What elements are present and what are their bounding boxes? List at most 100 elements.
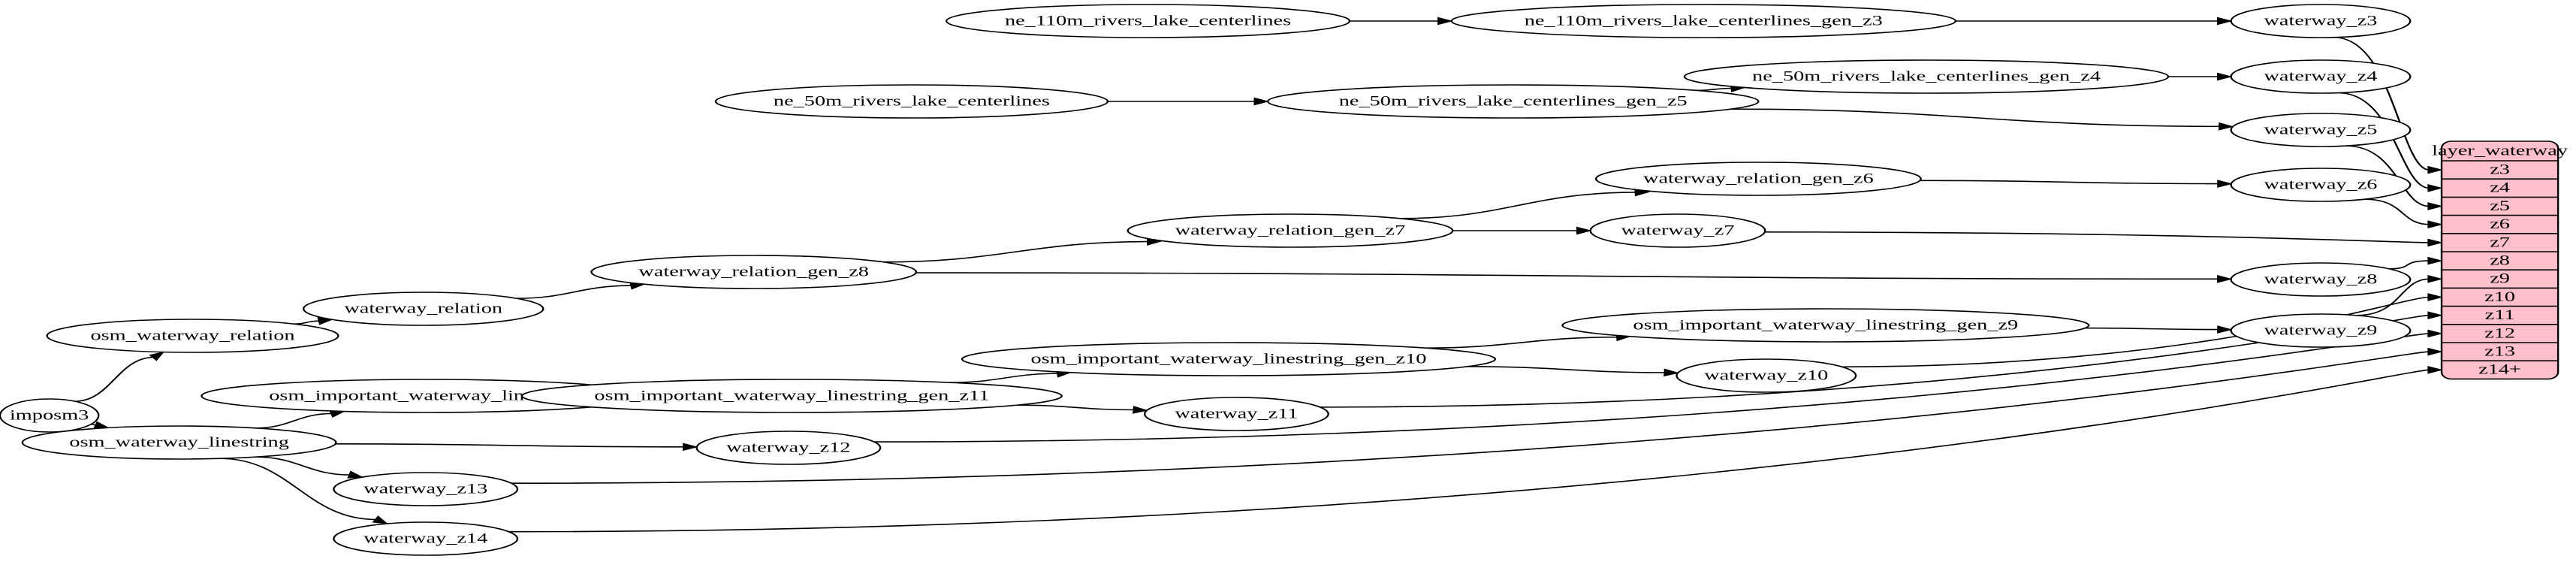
graph-node-waterway_relation_gen_z6[interactable]: waterway_relation_gen_z6 — [1594, 162, 1922, 196]
graph-edge — [1696, 87, 1733, 92]
node-ellipse[interactable] — [1127, 213, 1454, 248]
node-ellipse[interactable] — [2230, 313, 2412, 348]
graph-node-osm_waterway_relation[interactable]: osm_waterway_relation — [46, 319, 339, 353]
graph-node-waterway_relation[interactable]: waterway_relation — [302, 292, 544, 326]
layer-waterway-row-z7[interactable]: z7 — [2442, 232, 2559, 250]
edge-arrowhead — [2427, 165, 2444, 174]
graph-node-waterway_z8[interactable]: waterway_z8 — [2230, 262, 2412, 297]
graph-node-waterway_z7[interactable]: waterway_z7 — [1589, 213, 1766, 248]
graph-edge — [2364, 198, 2430, 225]
graph-node-imposm3[interactable]: imposm3 — [0, 398, 100, 433]
node-ellipse[interactable] — [945, 4, 1351, 38]
edge-arrowhead — [1437, 17, 1453, 26]
node-ellipse[interactable] — [695, 431, 882, 465]
layer-waterway-row-z14+[interactable]: z14+ — [2442, 360, 2559, 377]
node-ellipse[interactable] — [333, 521, 519, 556]
edge-arrowhead — [347, 470, 364, 479]
layer-waterway-row-z5[interactable]: z5 — [2442, 196, 2559, 214]
node-ellipse[interactable] — [1683, 59, 2170, 94]
graph-node-ne_110m_rivers_lake_centerlines[interactable]: ne_110m_rivers_lake_centerlines — [945, 4, 1351, 38]
node-ellipse[interactable] — [1143, 397, 1329, 431]
node-ellipse[interactable] — [961, 342, 1497, 376]
node-ellipse[interactable] — [2230, 4, 2412, 38]
node-ellipse[interactable] — [1561, 308, 2090, 343]
row-label: z6 — [2490, 216, 2510, 231]
graph-node-osm_waterway_linestring[interactable]: osm_waterway_linestring — [21, 425, 337, 460]
node-label: waterway_z13 — [363, 482, 487, 497]
graph-edge — [1920, 180, 2219, 185]
layer-waterway-row-z9[interactable]: z9 — [2442, 269, 2559, 286]
layer-waterway-row-z8[interactable]: z8 — [2442, 251, 2559, 268]
edge-arrowhead — [372, 515, 389, 524]
node-label: osm_important_waterway_linestring_gen_z1… — [594, 388, 989, 403]
node-ellipse[interactable] — [46, 319, 339, 353]
node-ellipse[interactable] — [520, 379, 1063, 413]
node-ellipse[interactable] — [1676, 358, 1857, 393]
graph-node-ne_50m_rivers_lake_centerlines_gen_z5[interactable]: ne_50m_rivers_lake_centerlines_gen_z5 — [1266, 84, 1760, 119]
node-label: ne_50m_rivers_lake_centerlines_gen_z4 — [1752, 69, 2101, 84]
node-ellipse[interactable] — [1594, 162, 1922, 196]
node-ellipse[interactable] — [1266, 84, 1760, 119]
node-ellipse[interactable] — [2230, 113, 2412, 147]
graph-node-waterway_z10[interactable]: waterway_z10 — [1676, 358, 1857, 393]
node-ellipse[interactable] — [333, 472, 519, 506]
graph-node-ne_110m_rivers_lake_centerlines_gen_z3[interactable]: ne_110m_rivers_lake_centerlines_gen_z3 — [1450, 4, 1957, 38]
node-ellipse[interactable] — [21, 425, 337, 460]
node-label: waterway_z7 — [1621, 223, 1734, 238]
graph-node-waterway_z14[interactable]: waterway_z14 — [333, 521, 519, 556]
edge-arrowhead — [1133, 406, 1149, 414]
graph-node-waterway_z6[interactable]: waterway_z6 — [2230, 168, 2412, 202]
node-ellipse[interactable] — [1450, 4, 1957, 38]
graph-edge — [883, 240, 1149, 263]
edge-arrowhead — [2217, 325, 2233, 334]
node-ellipse[interactable] — [0, 398, 100, 433]
layer-waterway-row-z13[interactable]: z13 — [2442, 342, 2559, 359]
node-ellipse[interactable] — [714, 84, 1109, 119]
node-ellipse[interactable] — [2230, 262, 2412, 297]
node-label: waterway_relation_gen_z7 — [1175, 223, 1406, 238]
node-ellipse[interactable] — [2230, 59, 2412, 94]
node-ellipse[interactable] — [2230, 168, 2412, 202]
edge-arrowhead — [149, 351, 165, 361]
layer-waterway-row-z11[interactable]: z11 — [2442, 305, 2559, 323]
graph-node-waterway_relation_gen_z8[interactable]: waterway_relation_gen_z8 — [590, 255, 918, 289]
layer-waterway-row-z4[interactable]: z4 — [2442, 178, 2559, 195]
node-ellipse[interactable] — [1589, 213, 1766, 248]
graph-node-osm_important_waterway_linestring_gen_z10[interactable]: osm_important_waterway_linestring_gen_z1… — [961, 342, 1497, 376]
node-ellipse[interactable] — [302, 292, 544, 326]
layer-waterway-row-z3[interactable]: z3 — [2442, 160, 2559, 177]
row-label: z11 — [2485, 307, 2515, 322]
graph-node-waterway_z13[interactable]: waterway_z13 — [333, 472, 519, 506]
graph-edge — [950, 373, 1059, 384]
edge-arrowhead — [2219, 122, 2234, 131]
layer-waterway-row-z12[interactable]: z12 — [2442, 323, 2559, 341]
graph-edge — [516, 285, 632, 299]
graph-node-waterway_z5[interactable]: waterway_z5 — [2230, 113, 2412, 147]
edge-arrowhead — [2217, 72, 2233, 81]
layer-waterway-row-z6[interactable]: z6 — [2442, 214, 2559, 232]
node-label: ne_50m_rivers_lake_centerlines — [774, 94, 1050, 109]
node-label: waterway_z5 — [2264, 122, 2377, 137]
node-label: waterway_relation_gen_z6 — [1643, 171, 1874, 186]
node-ellipse[interactable] — [590, 255, 918, 289]
node-label: waterway_z11 — [1175, 406, 1298, 421]
graph-node-osm_important_waterway_linestring_gen_z9[interactable]: osm_important_waterway_linestring_gen_z9 — [1561, 308, 2090, 343]
graph-node-waterway_z11[interactable]: waterway_z11 — [1143, 397, 1329, 431]
graph-node-osm_important_waterway_linestring_gen_z11[interactable]: osm_important_waterway_linestring_gen_z1… — [520, 379, 1063, 413]
layer-waterway-box[interactable] — [2440, 140, 2559, 380]
graph-edge — [1425, 336, 1618, 349]
graph-node-waterway_z4[interactable]: waterway_z4 — [2230, 59, 2412, 94]
graph-node-waterway_z9[interactable]: waterway_z9 — [2230, 313, 2412, 348]
graph-node-waterway_z3[interactable]: waterway_z3 — [2230, 4, 2412, 38]
row-label: z4 — [2490, 180, 2510, 195]
graph-edge — [2333, 36, 2430, 171]
graph-node-waterway_z12[interactable]: waterway_z12 — [695, 431, 882, 465]
graph-node-ne_50m_rivers_lake_centerlines_gen_z4[interactable]: ne_50m_rivers_lake_centerlines_gen_z4 — [1683, 59, 2170, 94]
graph-node-waterway_relation_gen_z7[interactable]: waterway_relation_gen_z7 — [1127, 213, 1454, 248]
edge-arrowhead — [2427, 220, 2444, 229]
graph-node-ne_50m_rivers_lake_centerlines[interactable]: ne_50m_rivers_lake_centerlines — [714, 84, 1109, 119]
layer-waterway-row-z10[interactable]: z10 — [2442, 287, 2559, 305]
edge-arrowhead — [2427, 183, 2444, 192]
